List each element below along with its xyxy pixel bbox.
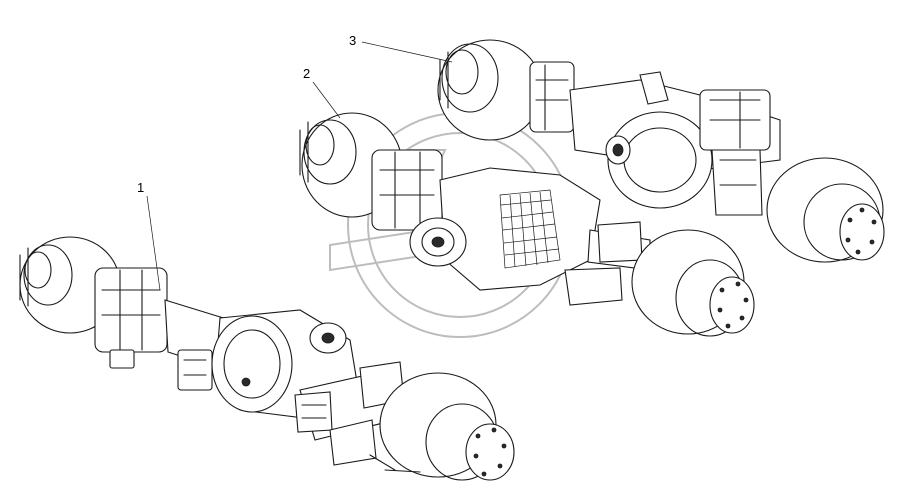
leader-line-2 xyxy=(312,81,341,119)
callout-label-1: 1 xyxy=(137,180,144,195)
leader-line-3 xyxy=(361,41,453,63)
leader-line-1 xyxy=(146,195,161,291)
callout-label-2: 2 xyxy=(303,66,310,81)
axle-3 xyxy=(437,39,885,263)
callout-label-3: 3 xyxy=(349,33,356,48)
axle-1 xyxy=(19,236,515,481)
callout-1: 1 xyxy=(137,180,161,291)
callout-3: 3 xyxy=(349,33,453,63)
axle-2 xyxy=(299,112,755,337)
callout-2: 2 xyxy=(303,66,341,119)
